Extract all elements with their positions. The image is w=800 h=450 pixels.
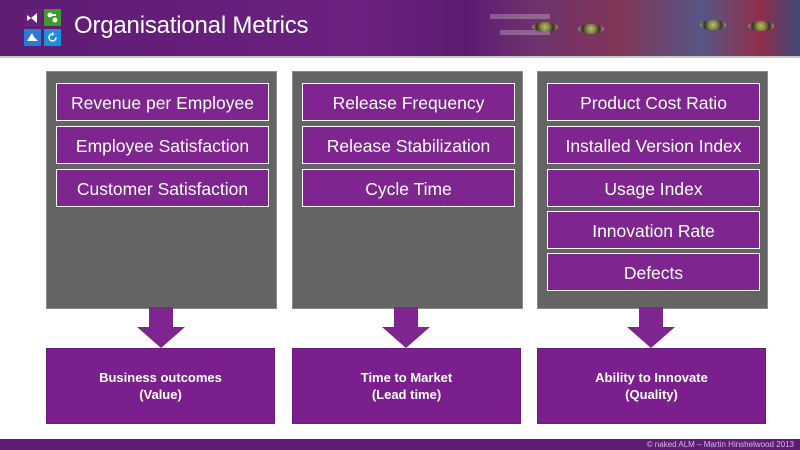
- header-divider: [0, 56, 800, 58]
- down-arrow-icon: [137, 307, 185, 348]
- outcome-title: Business outcomes: [99, 370, 222, 385]
- metric-usage-index: Usage Index: [547, 169, 760, 207]
- banner-eye: [700, 20, 726, 30]
- metric-cycle-time: Cycle Time: [302, 169, 515, 207]
- outcome-business-outcomes: Business outcomes (Value): [46, 348, 275, 424]
- footer-bar: © naked ALM – Martin Hinshelwood 2013: [0, 439, 800, 450]
- header-bar: Organisational Metrics: [0, 0, 800, 56]
- outcome-time-to-market: Time to Market (Lead time): [292, 348, 521, 424]
- metric-customer-satisfaction: Customer Satisfaction: [56, 169, 269, 207]
- page-title: Organisational Metrics: [74, 12, 309, 39]
- product-logo-grid: [24, 9, 62, 47]
- visual-studio-icon: [24, 9, 41, 26]
- metric-innovation-rate: Innovation Rate: [547, 211, 760, 249]
- down-arrow-icon: [382, 307, 430, 348]
- metric-installed-version-index: Installed Version Index: [547, 126, 760, 164]
- outcome-title: Ability to Innovate: [595, 370, 708, 385]
- banner-eye: [532, 22, 558, 32]
- metric-release-stabilization: Release Stabilization: [302, 126, 515, 164]
- header-banner-image: [470, 0, 800, 56]
- outcome-subtitle: (Quality): [625, 387, 678, 402]
- metric-revenue-per-employee: Revenue per Employee: [56, 83, 269, 121]
- outcome-subtitle: (Value): [139, 387, 182, 402]
- metric-defects: Defects: [547, 253, 760, 291]
- outcome-title: Time to Market: [360, 370, 453, 385]
- banner-stripe: [490, 14, 550, 19]
- banner-eye: [578, 24, 604, 34]
- banner-eye: [748, 21, 774, 31]
- azure-icon: [24, 29, 41, 46]
- refresh-icon: [44, 29, 61, 46]
- banner-stripe: [500, 30, 550, 35]
- metrics-panel-lead-time: Release Frequency Release Stabilization …: [292, 71, 523, 309]
- metrics-panel-value: Revenue per Employee Employee Satisfacti…: [46, 71, 277, 309]
- metric-employee-satisfaction: Employee Satisfaction: [56, 126, 269, 164]
- metric-product-cost-ratio: Product Cost Ratio: [547, 83, 760, 121]
- outcome-subtitle: (Lead time): [371, 387, 442, 402]
- down-arrow-icon: [627, 307, 675, 348]
- copyright-text: © naked ALM – Martin Hinshelwood 2013: [646, 440, 794, 449]
- metric-release-frequency: Release Frequency: [302, 83, 515, 121]
- metrics-panel-quality: Product Cost Ratio Installed Version Ind…: [537, 71, 768, 309]
- team-icon: [44, 9, 61, 26]
- outcome-ability-to-innovate: Ability to Innovate (Quality): [537, 348, 766, 424]
